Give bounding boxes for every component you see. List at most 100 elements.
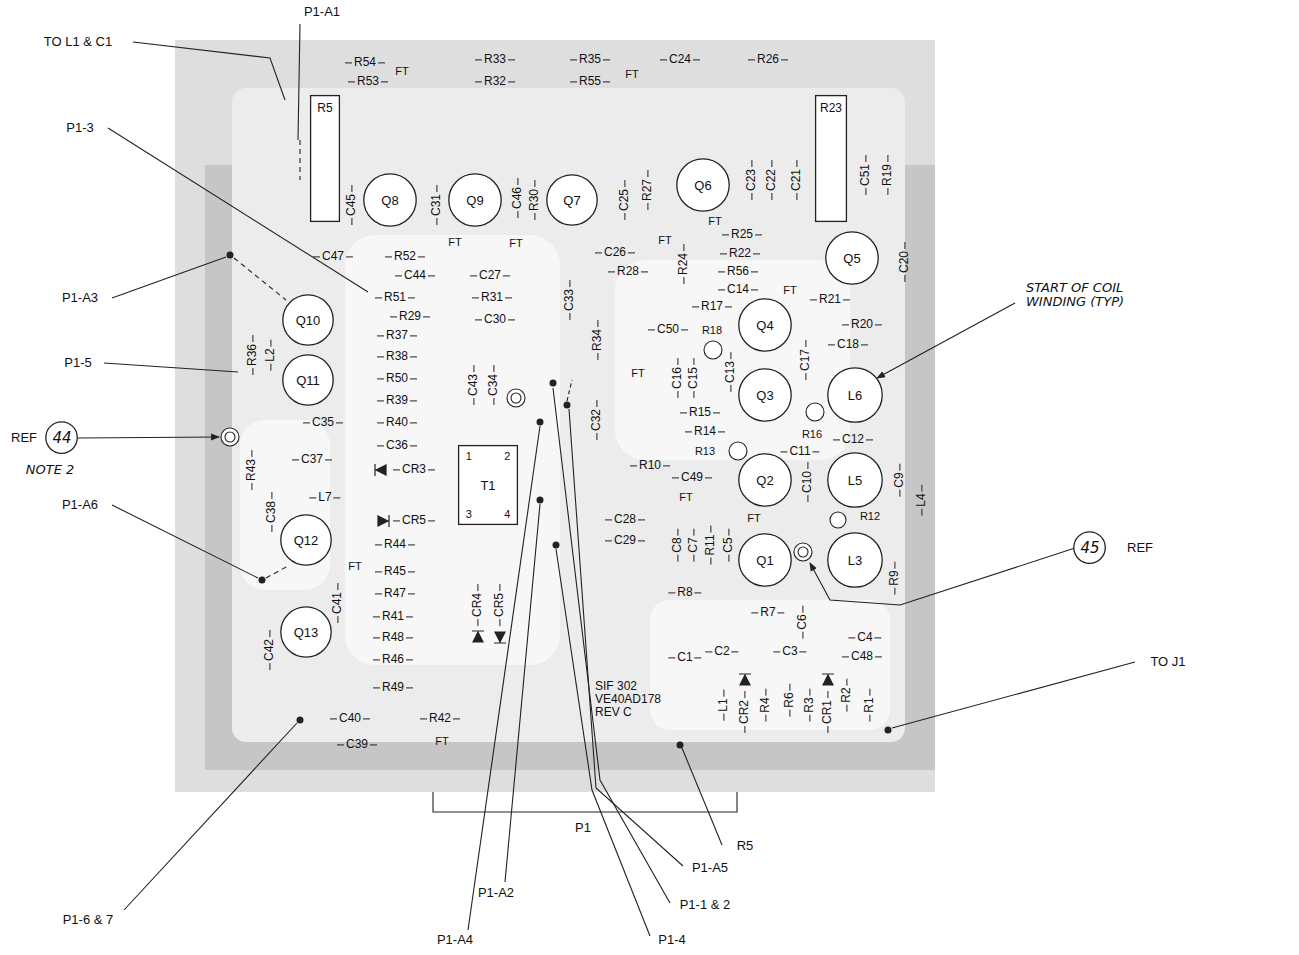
leader-arrow — [78, 437, 219, 438]
reference-designator: C38 — [265, 492, 278, 532]
small-label: FT — [631, 367, 644, 379]
component-label: Q12 — [294, 534, 319, 547]
trimmer-circle — [806, 403, 824, 421]
reference-designator: C5 — [722, 528, 735, 561]
component-circle: Q6 — [676, 158, 730, 212]
reference-designator: R24 — [677, 244, 690, 284]
callout-number: 45 — [1080, 541, 1099, 556]
reference-designator: C4 — [848, 631, 881, 644]
reference-designator: R46 — [373, 653, 413, 666]
reference-designator: C27 — [470, 269, 510, 282]
trimmer-circle — [729, 442, 747, 460]
pin-dot — [297, 717, 304, 724]
reference-designator: R2 — [840, 678, 853, 711]
reference-designator: CR1 — [821, 691, 834, 733]
callout-number: 44 — [52, 431, 71, 446]
pin-dot — [537, 419, 544, 426]
component-label: R23 — [820, 102, 842, 114]
outline-rect — [311, 96, 340, 222]
outline-circle — [449, 174, 501, 226]
reference-designator: R11 — [704, 525, 717, 564]
callout-label: P1-6 & 7 — [63, 913, 114, 927]
leader-line — [112, 505, 258, 578]
callout-label: P1-A4 — [437, 933, 473, 947]
reference-designator: R6 — [783, 683, 796, 716]
reference-designator: R27 — [641, 170, 654, 210]
handwritten-note: START OF COIL WINDING (TYP) — [1026, 281, 1154, 310]
reference-designator: C46 — [511, 178, 524, 218]
reference-designator: C43 — [467, 365, 480, 405]
small-label: FT — [783, 284, 796, 296]
reference-designator: R19 — [881, 155, 894, 195]
reference-designator: C17 — [799, 340, 812, 380]
reference-designator: C3 — [773, 645, 806, 658]
transformer-label: 1 — [466, 451, 472, 462]
trimmer-circle — [830, 512, 846, 528]
component-label: Q2 — [756, 474, 773, 487]
reference-designator: R31 — [472, 291, 512, 304]
reference-designator: C18 — [828, 338, 868, 351]
leader-line — [266, 566, 288, 578]
reference-designator: R17 — [692, 300, 732, 313]
reference-designator: R51 — [375, 291, 415, 304]
reference-point — [225, 432, 235, 442]
reference-point — [794, 543, 812, 561]
small-label: FT — [708, 215, 721, 227]
small-label: R16 — [802, 428, 822, 440]
reference-designator: C50 — [648, 323, 688, 336]
reference-designator: C41 — [331, 583, 344, 623]
reference-designator: R15 — [680, 406, 720, 419]
callout-label: P1-A6 — [62, 498, 98, 512]
small-label: R13 — [695, 445, 715, 457]
reference-designator: C10 — [801, 462, 814, 502]
reference-designator: C47 — [313, 250, 353, 263]
component-circle: L6 — [827, 367, 883, 423]
outline-circle — [547, 175, 597, 225]
leader-line — [682, 748, 722, 845]
reference-designator: L7 — [309, 491, 340, 504]
leader-line — [104, 363, 238, 372]
reference-designator: R33 — [475, 53, 515, 66]
reference-designator: C37 — [292, 453, 332, 466]
reference-designator: R4 — [759, 688, 772, 721]
copper-trace — [650, 600, 890, 730]
leader-line — [234, 258, 286, 300]
small-label: FT — [348, 560, 361, 572]
reference-designator: C9 — [893, 463, 906, 496]
reference-designator: C31 — [430, 185, 443, 225]
reference-designator: R20 — [842, 318, 882, 331]
reference-point — [221, 428, 239, 446]
pin-dot — [537, 497, 544, 504]
board-marking: SIF 302 VE40AD178 REV C — [595, 680, 669, 720]
reference-point — [511, 393, 521, 403]
component-label: R5 — [317, 102, 332, 114]
reference-designator: C12 — [833, 433, 873, 446]
outline-circle — [364, 174, 416, 226]
pin-dot — [564, 402, 571, 409]
component-label: Q3 — [756, 389, 773, 402]
reference-designator: L1 — [717, 689, 730, 720]
component-circle: Q5 — [825, 231, 879, 285]
reference-designator: C23 — [745, 160, 758, 200]
leader-line — [298, 24, 300, 140]
component-label: L6 — [848, 389, 862, 402]
reference-designator: R1 — [863, 688, 876, 721]
component-label: Q6 — [694, 179, 711, 192]
outline-rect — [459, 446, 518, 525]
reference-designator: C32 — [590, 400, 603, 440]
reference-designator: C16 — [671, 358, 684, 398]
reference-designator: C2 — [705, 645, 738, 658]
reference-designator: C6 — [796, 605, 809, 638]
reference-designator: C35 — [303, 416, 343, 429]
reference-designator: CR5 — [393, 514, 435, 527]
pin-dot — [553, 542, 560, 549]
small-label: R12 — [860, 510, 880, 522]
outline-circle — [739, 454, 791, 506]
reference-designator: R40 — [377, 416, 417, 429]
leader-line — [892, 662, 1135, 728]
reference-designator: C45 — [345, 185, 358, 225]
reference-designator: CR2 — [738, 691, 751, 733]
trimmer-circle — [704, 341, 722, 359]
callout-label: P1-1 & 2 — [680, 898, 731, 912]
